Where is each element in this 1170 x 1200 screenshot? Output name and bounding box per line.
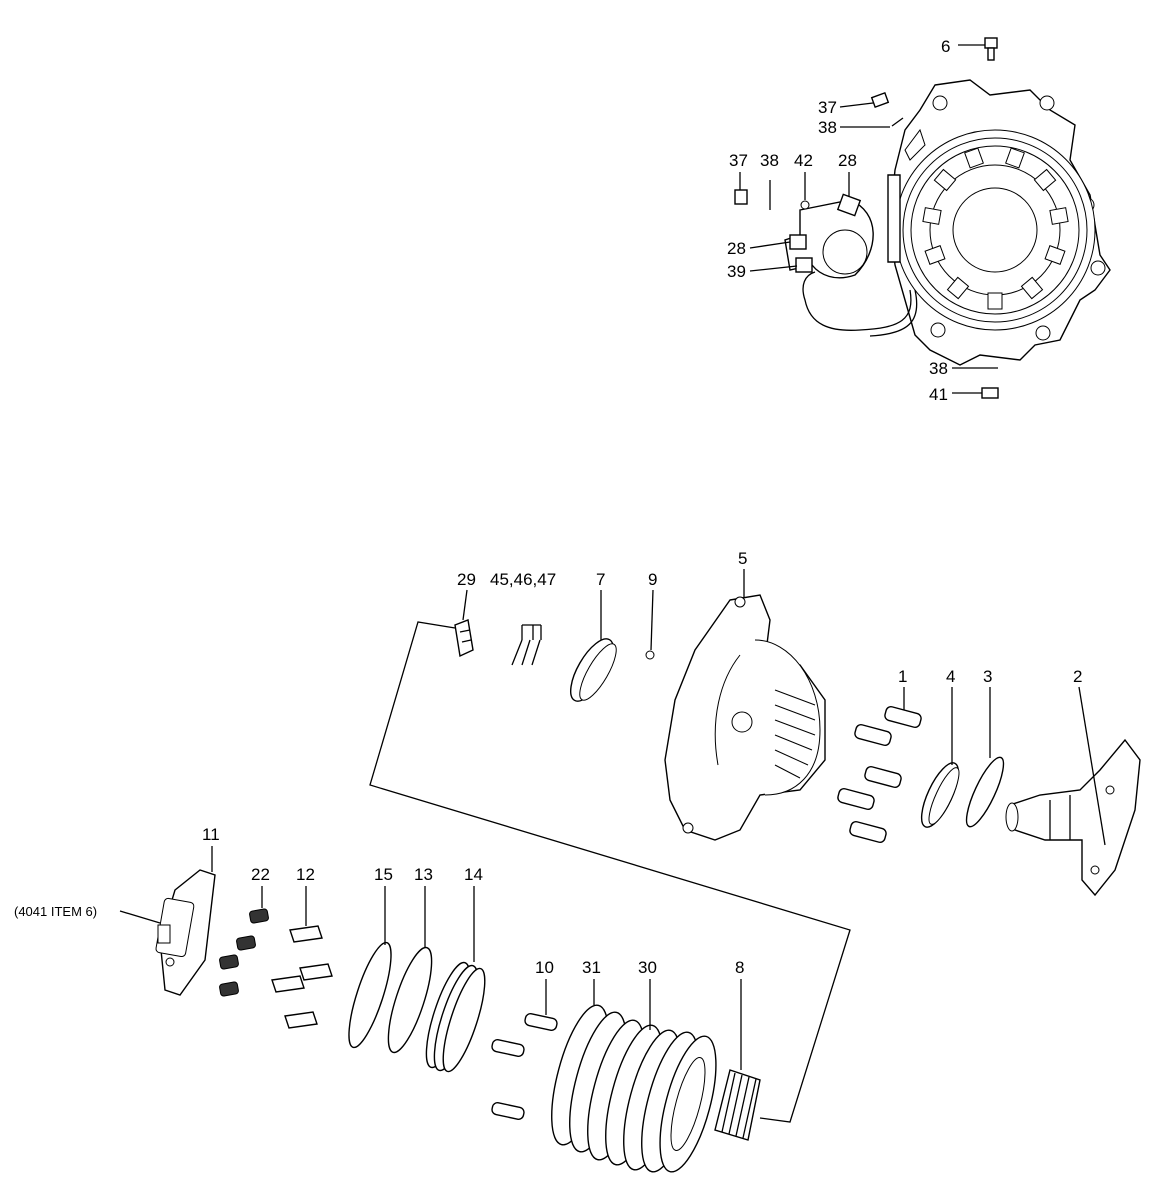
callout-38: 38	[818, 118, 837, 137]
callout-22: 22	[251, 865, 270, 884]
callout-12: 12	[296, 865, 315, 884]
callout-42: 42	[794, 151, 813, 170]
callout-6: 6	[941, 37, 950, 56]
callout-8: 8	[735, 958, 744, 977]
callout-31: 31	[582, 958, 601, 977]
lower-row-parts	[155, 869, 761, 1173]
callout-37: 37	[818, 98, 837, 117]
callout-29: 29	[457, 570, 476, 589]
callout-30: 30	[638, 958, 657, 977]
callout-14: 14	[464, 865, 483, 884]
lower-callouts: 11 (4041 ITEM 6) 22 12 15 13 14 10 31 30…	[14, 825, 744, 1070]
callout-28: 28	[838, 151, 857, 170]
callout-9: 9	[648, 570, 657, 589]
callout-4: 4	[946, 667, 955, 686]
callout-38: 38	[929, 359, 948, 378]
callout-15: 15	[374, 865, 393, 884]
upper-callouts: 6 37 38 37 38 42 28 28 39 38 41	[727, 37, 998, 404]
callout-37: 37	[729, 151, 748, 170]
callout-1: 1	[898, 667, 907, 686]
callout-38: 38	[760, 151, 779, 170]
callout-10: 10	[535, 958, 554, 977]
callout-5: 5	[738, 549, 747, 568]
callout-7: 7	[596, 570, 605, 589]
callout-41: 41	[929, 385, 948, 404]
callout-11: 11	[202, 825, 220, 844]
callout-reference: (4041 ITEM 6)	[14, 904, 97, 919]
callout-13: 13	[414, 865, 433, 884]
hub-assembly	[734, 37, 1111, 399]
callout-45-46-47: 45,46,47	[490, 570, 556, 589]
callout-39: 39	[727, 262, 746, 281]
middle-row-parts	[454, 594, 1141, 897]
callout-28: 28	[727, 239, 746, 258]
callout-2: 2	[1073, 667, 1082, 686]
middle-callouts: 29 45,46,47 7 9 5 1 4 3 2	[369, 549, 1106, 1123]
callout-3: 3	[983, 667, 992, 686]
